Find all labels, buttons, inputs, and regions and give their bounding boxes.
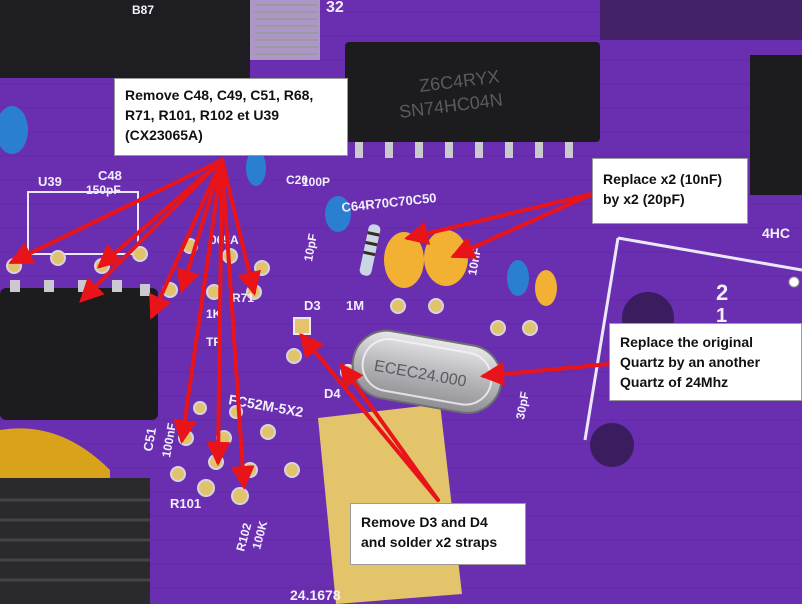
callout-remove-line-1: Remove C48, C49, C51, R68, (125, 87, 314, 103)
ic-top-left (0, 0, 250, 78)
silk-10pf: 10pF (301, 232, 320, 262)
yellow-cap-2 (424, 230, 468, 286)
silk-1k: 1K (206, 307, 222, 321)
arrow-to-r71a (176, 158, 224, 294)
silk-4hc: 4HC (762, 225, 790, 241)
callout-remove-line-3: (CX23065A) (125, 127, 203, 143)
silk-1: 1 (716, 305, 727, 327)
arrow-to-u39 (8, 158, 224, 265)
silk-c20: C20 (286, 173, 308, 187)
crystal-24mhz: ECEC24.000 (351, 329, 503, 414)
silk-r71: R71 (232, 291, 254, 305)
blue-cap-left (0, 106, 28, 154)
silk-u39: U39 (38, 174, 62, 189)
arrow-to-d4 (339, 362, 440, 502)
arrow-to-cap2 (450, 192, 594, 259)
silk-outline-right-2 (583, 237, 620, 441)
callout-remove-line-2: R71, R101, R102 et U39 (125, 107, 280, 123)
pads-crystal (286, 298, 538, 364)
ic-top-right-dark (600, 0, 802, 40)
u39-footprint (27, 191, 139, 255)
silk-r101: R101 (170, 496, 201, 511)
callout-caps-line-1: Replace x2 (10nF) (603, 171, 723, 187)
silk-2: 2 (716, 280, 728, 305)
silk-cx23065a: 065A (210, 233, 239, 247)
callout-replace-quartz: Replace the original Quartz by an anothe… (609, 323, 802, 401)
arrow-to-r101 (206, 158, 231, 466)
blue-cap-10pf (325, 196, 351, 232)
ic-top-left-pins (250, 0, 320, 60)
silk-bottom-ref: 24.1678 (290, 587, 341, 603)
ic-left-dip (0, 288, 158, 420)
arrow-to-cap1 (404, 192, 594, 246)
silk-100p: 100P (302, 175, 330, 189)
silk-d3: D3 (304, 298, 321, 313)
arrow-to-r68 (149, 158, 224, 320)
red-arrows (8, 158, 611, 502)
callout-diodes-line-2: and solder x2 straps (361, 534, 498, 550)
ic-sn74-pins (355, 142, 573, 158)
silk-32: 32 (326, 0, 344, 16)
yellow-cap-1 (384, 232, 424, 288)
silk-30pf: 30pF (513, 390, 532, 420)
ic-sn74hc04n (345, 42, 600, 142)
pin-rows-top (255, 4, 318, 55)
ic-far-right (750, 55, 802, 195)
silk-1m: 1M (346, 298, 364, 313)
silk-outline-right (617, 236, 802, 272)
silk-c48: C48 (98, 168, 122, 183)
arrow-to-c51 (172, 158, 224, 444)
callout-remove-diodes: Remove D3 and D4 and solder x2 straps (350, 503, 526, 565)
callout-caps-line-2: by x2 (20pF) (603, 191, 685, 207)
blue-cap-mid (246, 150, 266, 186)
arrow-to-r71b (220, 158, 261, 296)
arrow-to-c49 (79, 158, 224, 303)
blue-cap-right (507, 260, 529, 296)
callout-quartz-line-2: Quartz by an another (620, 354, 761, 370)
resistor-bands (363, 231, 380, 257)
callout-quartz-line-1: Replace the original (620, 334, 754, 350)
connector-ridges (0, 498, 150, 582)
resistor-1m (359, 224, 381, 276)
ic-left-marking: B87 (132, 3, 154, 17)
pad-d3 (293, 317, 311, 335)
yellow-cap-right (535, 270, 557, 306)
arrow-to-r102 (220, 158, 255, 490)
mount-hole-2 (590, 423, 634, 467)
silk-c51: C51 (140, 426, 159, 452)
silk-tp: TP (206, 335, 221, 349)
silk-d4: D4 (324, 386, 341, 401)
callout-replace-caps: Replace x2 (10nF) by x2 (20pF) (592, 158, 748, 224)
silk-150pf: 150pF (86, 183, 121, 197)
callout-quartz-line-3: Quartz of 24Mhz (620, 374, 729, 390)
callout-remove-components: Remove C48, C49, C51, R68, R71, R101, R1… (114, 78, 348, 156)
arrow-to-d3 (299, 332, 440, 502)
callout-diodes-line-1: Remove D3 and D4 (361, 514, 488, 530)
arrow-to-crystal (480, 362, 611, 387)
edge-handle (788, 276, 800, 288)
